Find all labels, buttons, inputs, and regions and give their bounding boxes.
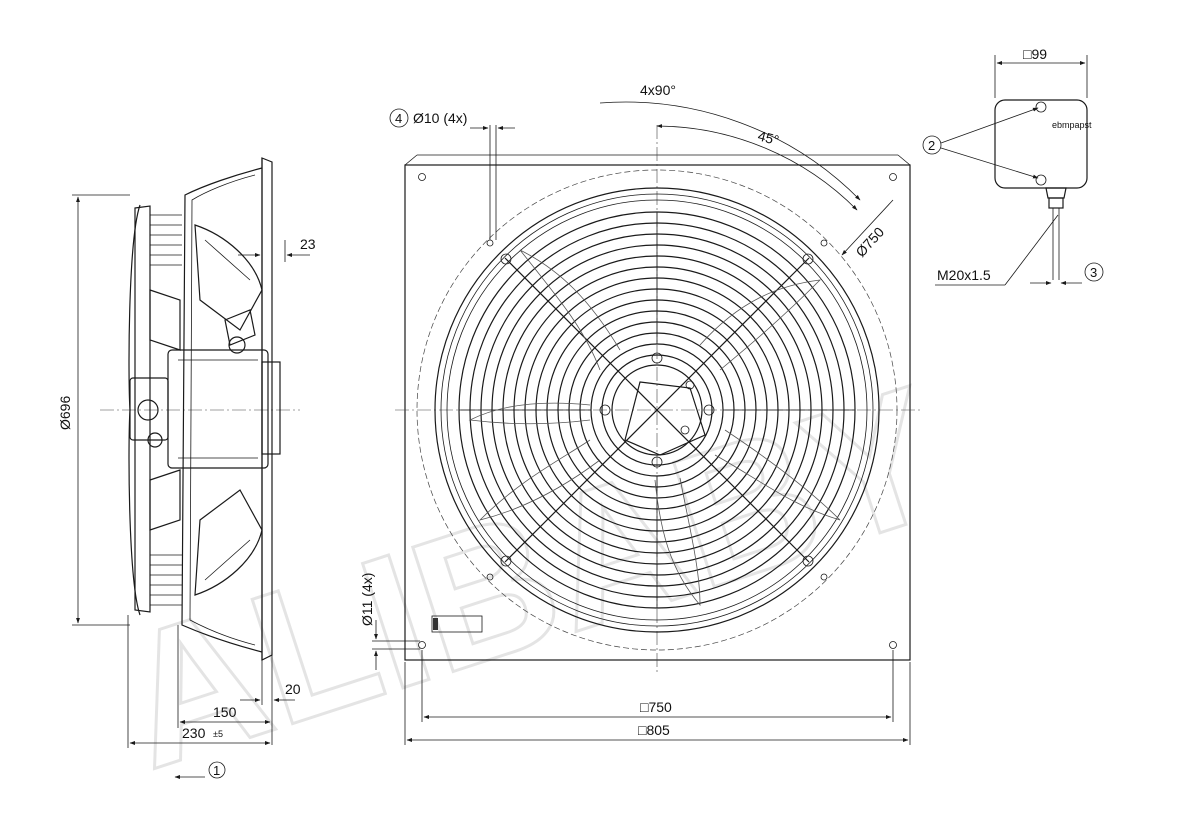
dim-150-label: 150 bbox=[213, 704, 237, 720]
dim-805-square-label: □805 bbox=[638, 722, 670, 738]
hub-terminal-box bbox=[624, 381, 706, 456]
dim-230-tolerance: ±5 bbox=[213, 729, 223, 739]
guard-grille bbox=[458, 211, 856, 609]
dim-750-diameter-label: Ø750 bbox=[852, 224, 887, 260]
callout-3 bbox=[1084, 262, 1104, 282]
dim-750-square-label: □750 bbox=[640, 699, 672, 715]
terminal-box bbox=[994, 99, 1088, 189]
dim-45-label: 45° bbox=[756, 127, 781, 148]
side-guard bbox=[128, 204, 182, 616]
dim-20-label: 20 bbox=[285, 681, 301, 697]
dim-696-label: Ø696 bbox=[57, 396, 73, 430]
motor-hub bbox=[601, 354, 713, 466]
dim-23-label: 23 bbox=[300, 236, 316, 252]
callout-1 bbox=[208, 761, 226, 779]
svg-text:2: 2 bbox=[928, 138, 935, 153]
dim-holes-10-label: Ø10 (4x) bbox=[413, 110, 467, 126]
rating-plate bbox=[431, 615, 483, 633]
svg-text:4: 4 bbox=[395, 111, 402, 126]
terminal-box-view: ebmpapst □99 2 M20x1.5 3 bbox=[922, 46, 1104, 286]
svg-text:1: 1 bbox=[213, 763, 220, 778]
dim-holes-11-label: Ø11 (4x) bbox=[359, 573, 375, 626]
dim-230-label: 230 bbox=[182, 725, 206, 741]
dim-99-label: □99 bbox=[1023, 46, 1047, 62]
terminal-box-brand: ebmpapst bbox=[1052, 120, 1092, 130]
callout-2 bbox=[922, 135, 942, 155]
dim-m20-label: M20x1.5 bbox=[937, 267, 991, 283]
side-view: Ø696 23 20 150 230 ±5 1 bbox=[57, 157, 316, 779]
callout-4 bbox=[389, 108, 409, 128]
impeller-blades bbox=[468, 249, 841, 607]
corner-holes bbox=[418, 173, 897, 649]
svg-text:3: 3 bbox=[1090, 265, 1097, 280]
dim-4x90-label: 4x90° bbox=[640, 82, 676, 98]
